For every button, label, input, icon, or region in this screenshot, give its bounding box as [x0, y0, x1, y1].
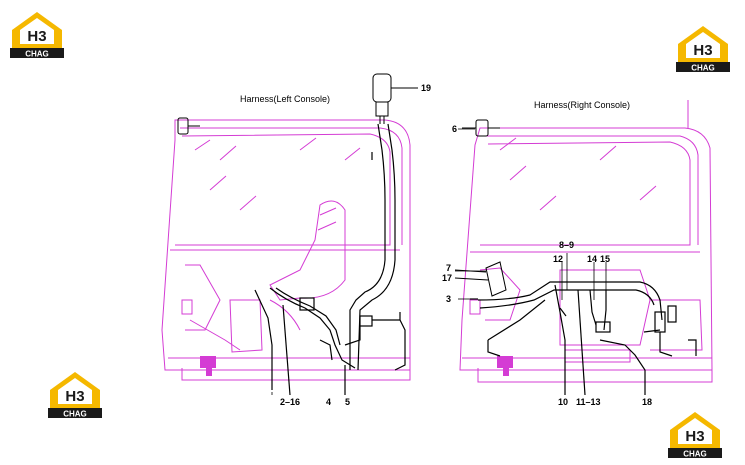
house-logo-icon: H3 CHAG: [668, 412, 722, 459]
callout-18: 18: [642, 397, 653, 407]
right-monitor: [454, 261, 507, 297]
right-cab-lamp: [462, 119, 500, 137]
callout-2-16: 2–16: [280, 397, 301, 407]
right-floor-mount: [497, 356, 513, 376]
logo-mark: H3: [65, 388, 84, 405]
callout-10: 10: [558, 397, 569, 407]
beacon-lamp: [372, 73, 418, 124]
left-console-title: Harness(Left Console): [240, 94, 331, 104]
logo-text: CHAG: [63, 410, 87, 419]
logo-mark: H3: [27, 28, 46, 45]
logo-text: CHAG: [683, 450, 707, 459]
logo-text: CHAG: [25, 50, 49, 59]
brand-logo-top-right: H3 CHAG: [674, 22, 732, 74]
callout-14: 14: [587, 254, 598, 264]
logo-mark: H3: [685, 428, 704, 445]
house-logo-icon: H3 CHAG: [676, 26, 730, 73]
brand-logo-top-left: H3 CHAG: [8, 8, 66, 60]
house-logo-icon: H3 CHAG: [10, 12, 64, 59]
brand-logo-bottom-right: H3 CHAG: [666, 408, 724, 460]
house-logo-icon: H3 CHAG: [48, 372, 102, 419]
logo-text: CHAG: [691, 64, 715, 73]
callout-7: 7: [446, 263, 452, 273]
callout-17: 17: [442, 273, 453, 283]
left-cab-outline: [161, 119, 411, 381]
callout-8-9: 8–9: [559, 240, 575, 250]
callout-3: 3: [446, 294, 452, 304]
callout-leaders: [271, 128, 607, 395]
right-console-title: Harness(Right Console): [534, 100, 631, 110]
callout-19: 19: [421, 83, 432, 93]
callout-5: 5: [345, 397, 351, 407]
brand-logo-bottom-left: H3 CHAG: [46, 368, 104, 420]
callout-6: 6: [452, 124, 458, 134]
left-cab-lamp: [177, 117, 200, 135]
callout-15: 15: [600, 254, 611, 264]
left-harness: [254, 123, 406, 396]
callout-11-13: 11–13: [576, 397, 601, 407]
left-floor-mount: [200, 356, 216, 376]
right-cab-outline: [459, 100, 713, 383]
callout-12: 12: [553, 254, 564, 264]
callout-4: 4: [326, 397, 332, 407]
logo-mark: H3: [693, 42, 712, 59]
right-harness: [470, 281, 697, 396]
